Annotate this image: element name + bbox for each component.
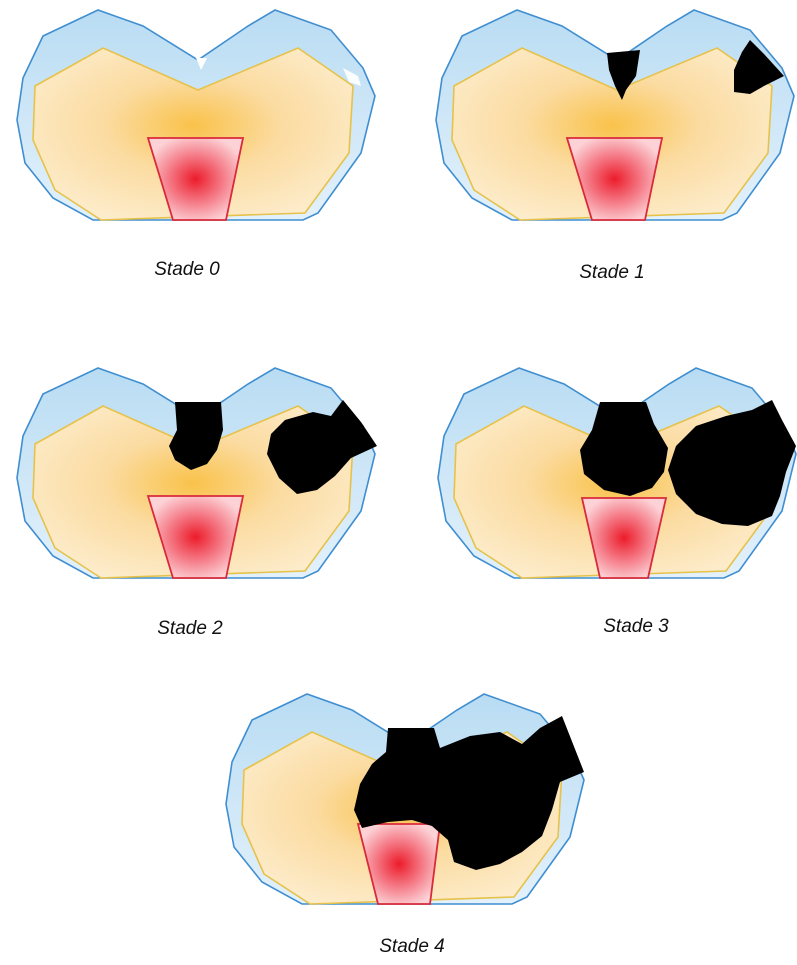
tooth-stage-1 [436,10,794,220]
stage-0-label: Stade 0 [154,259,220,280]
tooth-stage-4 [226,694,584,904]
stage-2-label: Stade 2 [157,618,223,639]
stage-4-label: Stade 4 [379,936,445,957]
tooth-stage-3 [438,368,796,578]
stage-3-label: Stade 3 [603,616,669,637]
tooth-stage-2 [17,368,377,578]
stage-1-label: Stade 1 [579,262,645,283]
tooth-stage-0 [17,10,375,220]
